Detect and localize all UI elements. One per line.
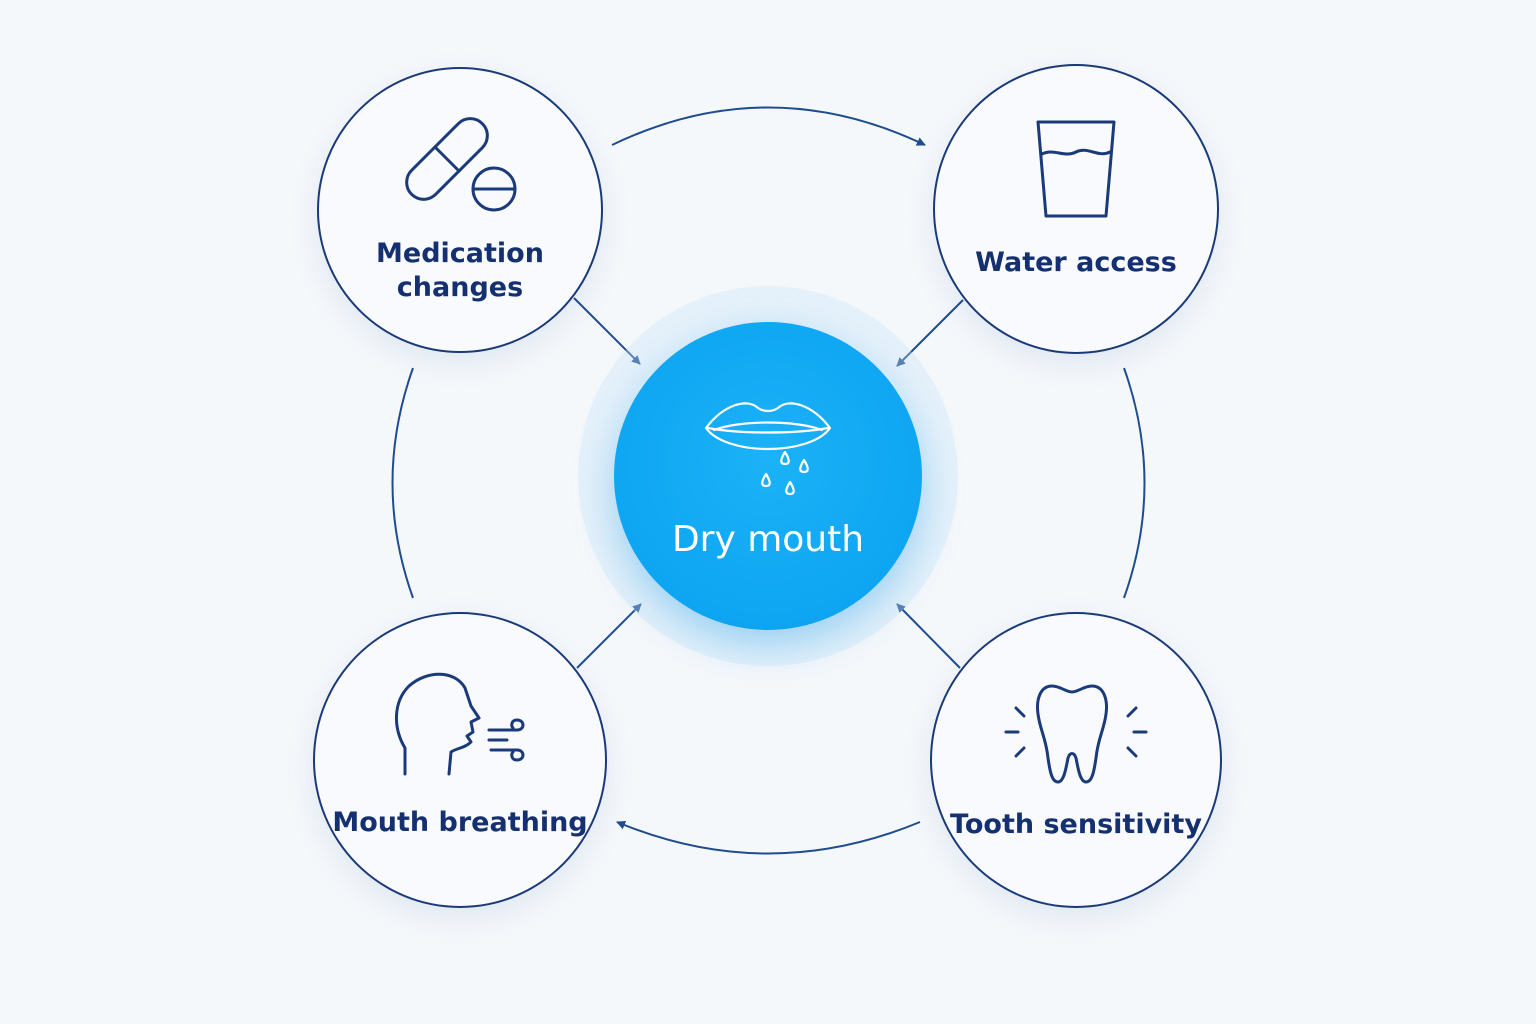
water-glass-icon — [1036, 120, 1116, 218]
arrow-medication-to-water — [611, 106, 926, 146]
arrow-water-to-center — [896, 299, 964, 367]
connector-water-to-tooth — [1123, 367, 1146, 599]
pill-capsule-icon — [405, 117, 517, 212]
head-breath-icon — [394, 672, 525, 776]
arrow-tooth-to-breathing — [616, 820, 921, 855]
center-node-dry-mouth: Dry mouth — [614, 322, 922, 630]
node-label: Mouth breathing — [332, 807, 588, 838]
node-mouth-breathing: Mouth breathing — [313, 612, 607, 908]
node-medication-changes: Medication changes — [317, 67, 603, 353]
node-water-access: Water access — [933, 64, 1219, 354]
node-label: Water access — [975, 247, 1177, 278]
arrow-tooth-to-center — [896, 603, 961, 669]
lips-drops-icon — [704, 402, 832, 496]
center-label: Dry mouth — [671, 519, 865, 560]
node-tooth-sensitivity: Tooth sensitivity — [930, 612, 1222, 908]
connector-breathing-to-medication — [391, 367, 414, 599]
arrow-medication-to-center — [573, 297, 641, 365]
arrow-breathing-to-center — [576, 603, 642, 669]
tooth-icon — [1004, 684, 1148, 784]
node-label: Tooth sensitivity — [950, 809, 1202, 840]
node-label: Medication changes — [376, 238, 544, 303]
